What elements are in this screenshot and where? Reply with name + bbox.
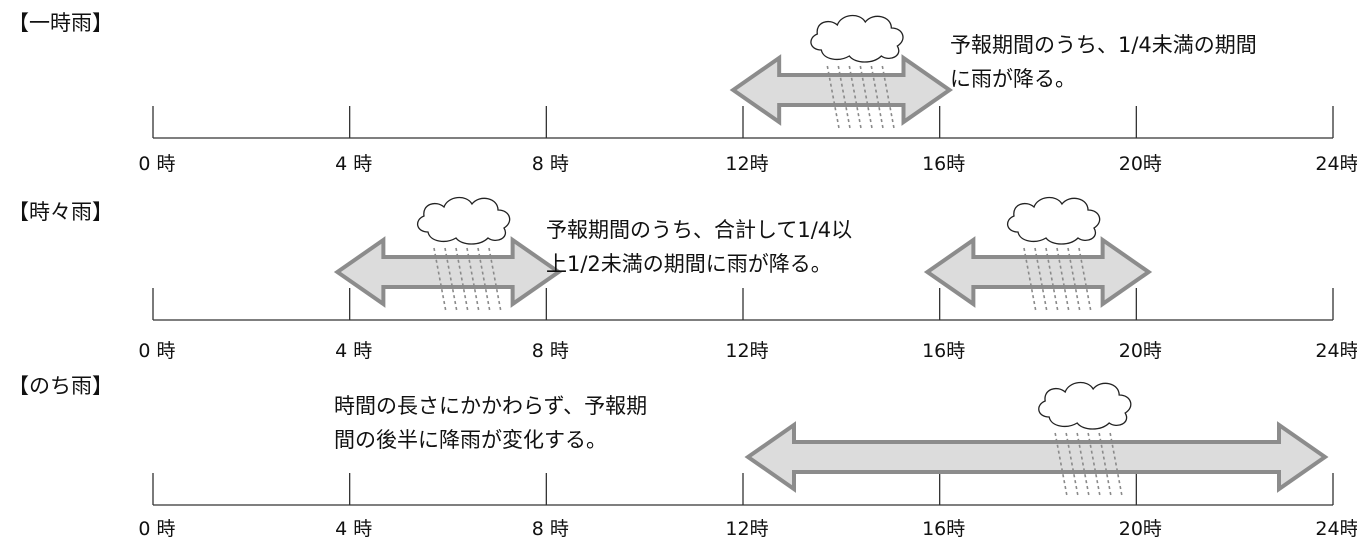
tick-label: 4 時 — [335, 153, 372, 175]
description-line: 上1/2未満の期間に雨が降る。 — [546, 252, 832, 276]
tick-label: 4 時 — [335, 518, 372, 540]
tick-label: 12時 — [725, 340, 768, 362]
tick-label: 4 時 — [335, 340, 372, 362]
rain-period — [744, 381, 1329, 498]
cloud-icon — [810, 14, 904, 63]
period-arrow — [729, 54, 954, 126]
rain-icon — [826, 65, 896, 131]
tick-label: 12時 — [725, 153, 768, 175]
rain-icon — [1023, 247, 1092, 313]
rain-icon — [1054, 432, 1123, 498]
tick-label: 16時 — [922, 518, 965, 540]
period-arrow — [923, 236, 1153, 308]
tick-label: 16時 — [922, 340, 965, 362]
section-ichiji: 【一時雨】 0 時 4 時 8 時 12時 16時 20時 24時 予報期間のうち、1/4未満の… — [8, 11, 1357, 175]
tick-label: 0 時 — [138, 518, 175, 540]
section-title: 【時々雨】 — [8, 200, 113, 224]
description-line: 時間の長さにかかわらず、予報期 — [334, 394, 647, 418]
cloud-icon — [1038, 381, 1132, 430]
tick-label: 20時 — [1119, 518, 1162, 540]
section-tokidoki: 【時々雨】 0 時 4 時 8 時 12時 16時 20時 24時 予報期間のうち、合計して1/… — [8, 196, 1357, 362]
tick-label: 24時 — [1315, 153, 1357, 175]
period-arrow — [333, 236, 563, 308]
tick-label: 16時 — [922, 153, 965, 175]
tick-label: 8 時 — [532, 340, 569, 362]
description-line: 予報期間のうち、合計して1/4以 — [546, 218, 852, 242]
cloud-icon — [1007, 196, 1101, 245]
section-title: 【一時雨】 — [8, 11, 113, 35]
tick-label: 20時 — [1119, 340, 1162, 362]
tick-label: 24時 — [1315, 340, 1357, 362]
rain-period — [333, 196, 563, 313]
tick-label: 12時 — [725, 518, 768, 540]
period-arrow — [744, 421, 1329, 493]
rain-icon — [433, 247, 502, 313]
tick-label: 8 時 — [532, 153, 569, 175]
description-line: に雨が降る。 — [950, 67, 1076, 91]
cloud-icon — [417, 196, 511, 245]
tick-label: 8 時 — [532, 518, 569, 540]
description-line: 予報期間のうち、1/4未満の期間 — [950, 33, 1257, 57]
rain-period — [729, 14, 954, 131]
rain-period — [923, 196, 1153, 313]
tick-label: 0 時 — [138, 340, 175, 362]
tick-label: 0 時 — [138, 153, 175, 175]
tick-label: 24時 — [1315, 518, 1357, 540]
section-nochi: 【のち雨】 0 時 4 時 8 時 12時 16時 20時 24時 時間の長さにかかわらず、予報… — [8, 374, 1357, 540]
tick-label: 20時 — [1119, 153, 1162, 175]
description-line: 間の後半に降雨が変化する。 — [334, 428, 607, 452]
section-title: 【のち雨】 — [8, 374, 113, 398]
